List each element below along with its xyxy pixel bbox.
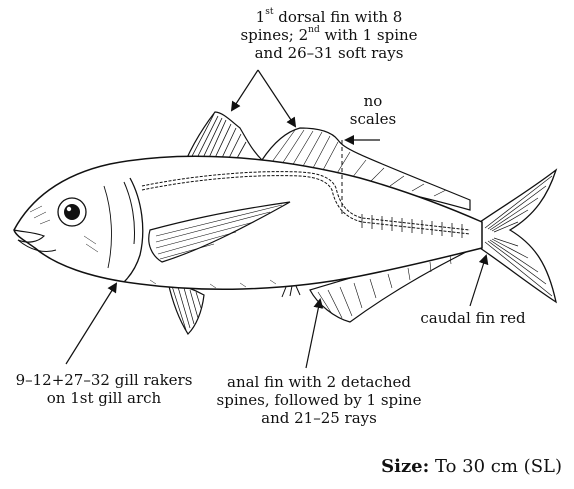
dorsal-fin-label: 1st dorsal fin with 8 spines; 2nd with 1… [214, 8, 444, 62]
caudal-fin [480, 170, 556, 302]
caudal-fin-label: caudal fin red [398, 309, 548, 327]
no-scales-label: no scales [338, 92, 408, 128]
arrow-first-dorsal [232, 70, 258, 110]
arrow-caudal [470, 256, 486, 306]
pelvic-fin [168, 282, 204, 334]
arrow-anal-fin [306, 300, 320, 368]
size-value: To 30 cm (SL) [429, 456, 562, 477]
arrow-gill-rakers [66, 284, 116, 364]
first-dorsal-fin [186, 112, 262, 160]
arrow-second-dorsal [258, 70, 295, 126]
gill-rakers-label: 9–12+27–32 gill rakers on 1st gill arch [4, 371, 204, 407]
eye [58, 198, 86, 226]
size-label: Size: [381, 456, 429, 477]
size-info: Size: To 30 cm (SL) [381, 456, 562, 478]
anal-fin-label: anal fin with 2 detached spines, followe… [214, 373, 424, 427]
